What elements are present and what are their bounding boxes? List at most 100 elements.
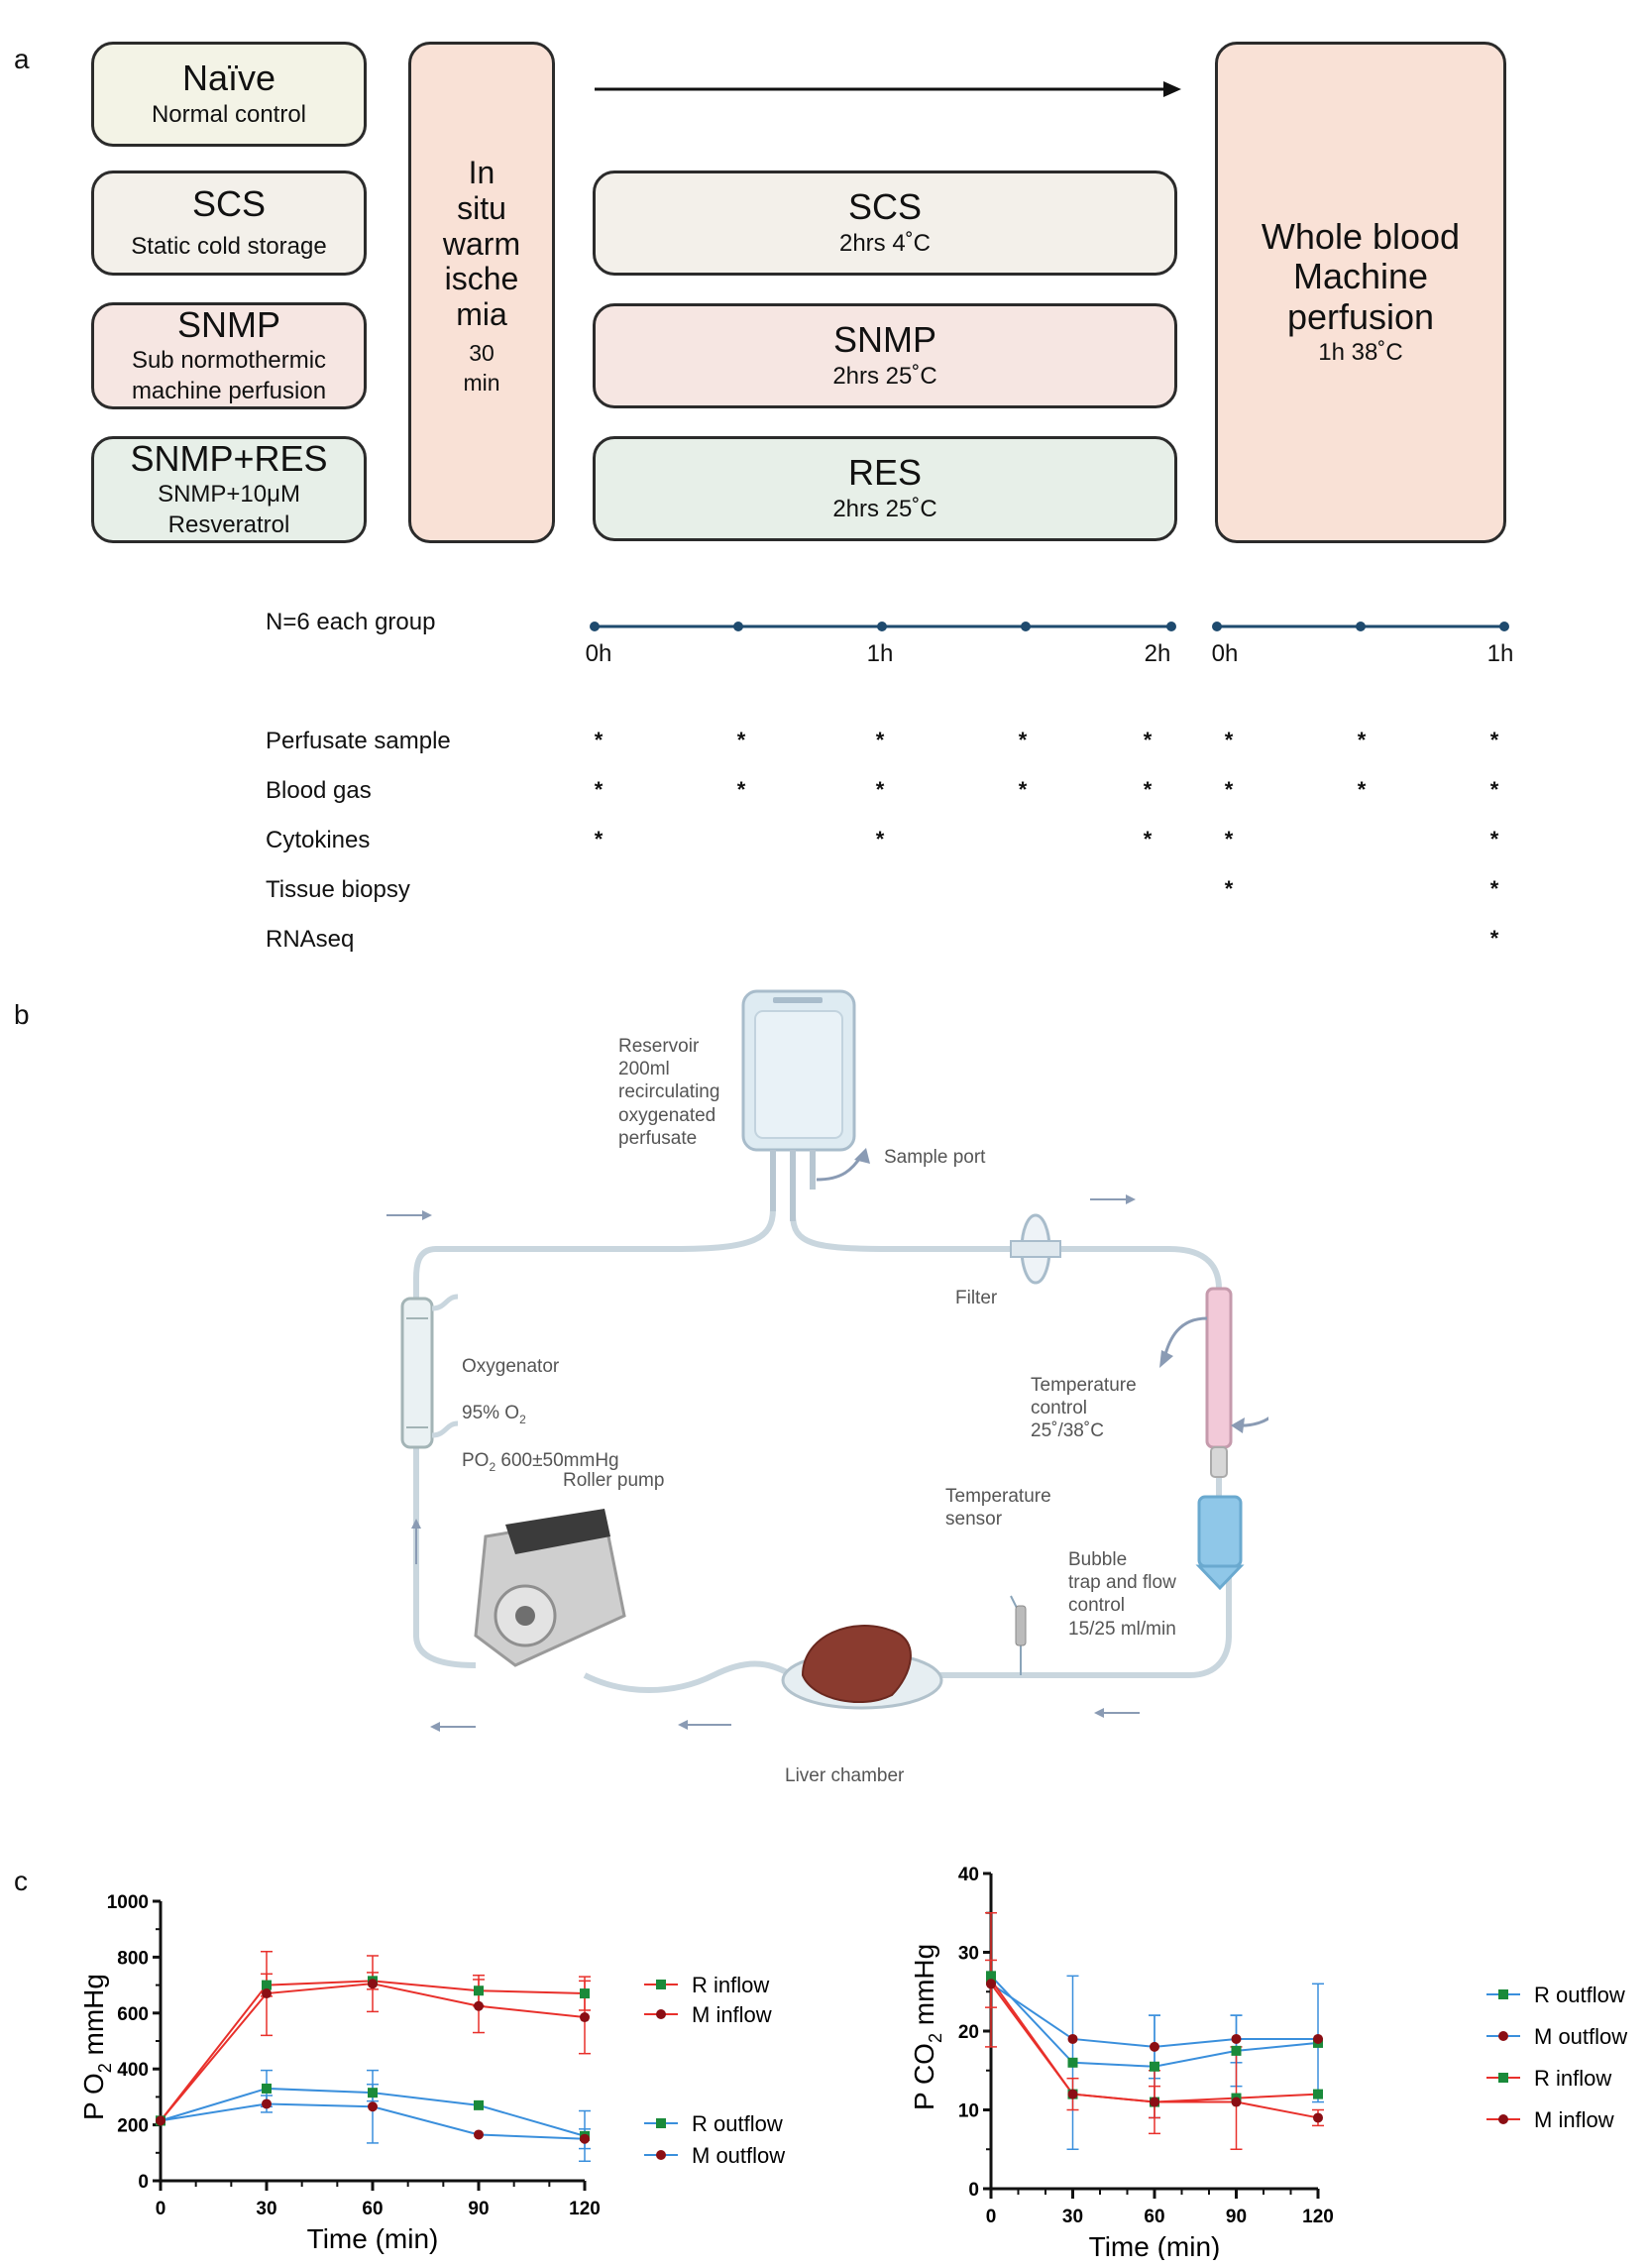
timeline-dot: [733, 622, 743, 631]
oxygenator-label-line: PO2 600±50mmHg: [462, 1450, 619, 1474]
x-tick-label: 0: [156, 2199, 166, 2219]
x-tick-label: 90: [1226, 2207, 1247, 2227]
data-point: [1313, 2112, 1323, 2123]
oxygenator-label: Oxygenator 95% O2 PO2 600±50mmHg: [462, 1332, 619, 1498]
legend-label: M inflow: [1534, 2107, 1614, 2132]
timeline-dot: [1212, 622, 1222, 631]
x-tick-label: 90: [468, 2199, 489, 2219]
legend-marker: [1498, 2073, 1508, 2083]
reservoir-bag: [754, 1010, 843, 1139]
sampling-row-label: Cytokines: [266, 827, 371, 853]
sampling-mark: *: [1143, 827, 1153, 851]
warm-ischemia-line: warm: [442, 225, 521, 262]
preservation-title: SCS: [847, 186, 923, 228]
sampling-mark: *: [875, 827, 885, 851]
sampling-mark: *: [736, 777, 746, 802]
data-point: [580, 2133, 590, 2144]
y-tick-label: 1000: [107, 1892, 149, 1913]
flow-arrow-left: [678, 1720, 731, 1730]
temperature-sensor-label: Temperature sensor: [945, 1486, 1051, 1531]
data-point: [1067, 2033, 1078, 2044]
data-point: [1067, 2057, 1078, 2068]
timeline-arrow: [595, 81, 1181, 97]
legend-marker: [656, 1980, 666, 1989]
sampling-mark: *: [1143, 728, 1153, 752]
sampling-mark: *: [1224, 728, 1234, 752]
data-point: [1150, 2041, 1159, 2052]
sampling-mark: *: [1357, 777, 1367, 802]
sampling-mark: *: [1018, 777, 1028, 802]
data-point: [1231, 2033, 1242, 2044]
group-naive-box: Naïve Normal control: [91, 42, 367, 147]
flow-arrow-up: [411, 1519, 421, 1564]
preservation-scs-box: SCS 2hrs 4˚C: [593, 170, 1177, 276]
data-point: [986, 1979, 996, 1989]
preservation-detail: 2hrs 25˚C: [832, 362, 937, 390]
warm-ischemia-line: In: [468, 155, 495, 190]
timeline-tick-label: 0h: [585, 640, 612, 667]
panel-label-c: c: [14, 1866, 28, 1896]
data-point: [474, 2099, 484, 2110]
sample-port-label: Sample port: [884, 1147, 986, 1168]
group-snmp-box: SNMP Sub normothermic machine perfusion: [91, 302, 367, 409]
timeline-dot: [1356, 622, 1366, 631]
data-point: [1067, 2089, 1078, 2099]
bubble-trap-icon: [1197, 1495, 1243, 1568]
sampling-mark: *: [1489, 777, 1499, 802]
sampling-mark: *: [736, 728, 746, 752]
data-point: [1231, 2097, 1242, 2107]
reservoir-bag: [773, 997, 823, 1003]
sampling-mark: *: [594, 827, 604, 851]
sampling-mark: *: [594, 728, 604, 752]
panel-label-b: b: [14, 999, 30, 1030]
timeline-tick-label: 2h: [1144, 640, 1171, 667]
data-point: [1313, 2033, 1323, 2044]
sampling-row-label: Tissue biopsy: [266, 876, 410, 903]
warm-ischemia-time: 30: [469, 340, 495, 367]
data-point: [1150, 2061, 1159, 2072]
data-point: [1231, 2045, 1242, 2056]
x-axis-label: Time (min): [1089, 2231, 1221, 2260]
data-point: [368, 2088, 378, 2098]
legend-label: M inflow: [692, 2002, 772, 2027]
group-title: SNMP: [176, 303, 280, 345]
liver-icon: [801, 1625, 912, 1703]
whole-blood-perfusion-box: Whole blood Machine perfusion 1h 38˚C: [1215, 42, 1506, 543]
circuit-tubing: [413, 1447, 477, 1668]
sampling-timeline: [590, 622, 1509, 631]
y-tick-label: 20: [958, 2022, 979, 2043]
x-tick-label: 120: [569, 2199, 601, 2219]
y-tick-label: 0: [138, 2172, 149, 2193]
preservation-res-box: RES 2hrs 25˚C: [593, 436, 1177, 541]
y-tick-label: 400: [117, 2060, 149, 2081]
y-tick-label: 600: [117, 2004, 149, 2025]
data-point: [580, 2012, 590, 2023]
sampling-mark: *: [1143, 777, 1153, 802]
y-tick-label: 40: [958, 1865, 979, 1885]
oxygenator-icon: [400, 1297, 434, 1449]
x-tick-label: 30: [1062, 2207, 1083, 2227]
timeline-tick-label: 1h: [1486, 640, 1514, 667]
preservation-detail: 2hrs 4˚C: [838, 229, 932, 257]
sampling-mark: *: [1357, 728, 1367, 752]
circuit-tubing: [790, 1213, 1222, 1290]
roller-pump-label: Roller pump: [563, 1470, 665, 1491]
data-point: [1313, 2089, 1323, 2099]
filter-label: Filter: [955, 1288, 998, 1308]
sampling-mark: *: [1224, 876, 1234, 901]
temperature-control-icon: [1205, 1287, 1233, 1449]
preservation-title: RES: [847, 452, 923, 494]
sampling-mark: *: [1489, 827, 1499, 851]
legend-marker: [656, 2150, 666, 2160]
liver-chamber-label: Liver chamber: [785, 1765, 905, 1786]
whole-blood-line: Machine: [1292, 256, 1429, 297]
sampling-row-label: Blood gas: [266, 777, 372, 804]
x-tick-label: 0: [986, 2207, 997, 2227]
whole-blood-line: Whole blood: [1261, 215, 1461, 257]
timeline-dot: [1499, 622, 1509, 631]
reservoir-label: Reservoir 200ml recirculating oxygenated…: [618, 1036, 720, 1149]
legend-marker: [1498, 2031, 1508, 2041]
n-label: N=6 each group: [266, 609, 436, 635]
sampling-row-label: RNAseq: [266, 926, 355, 953]
